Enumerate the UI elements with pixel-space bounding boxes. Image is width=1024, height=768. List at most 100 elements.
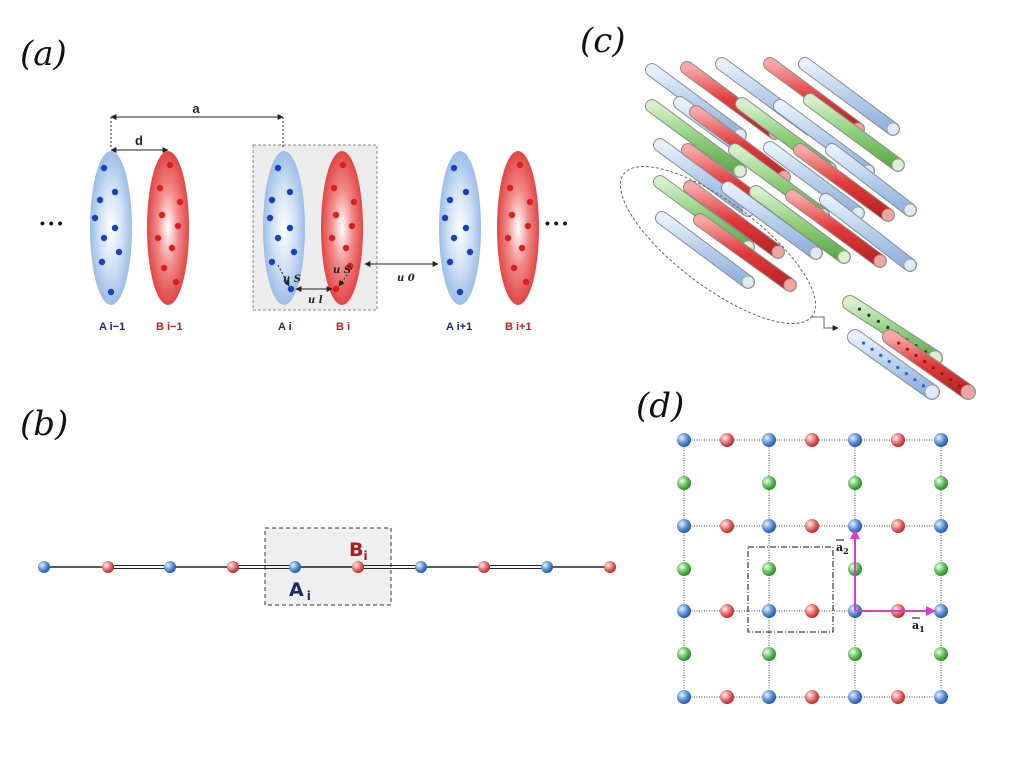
lattice-bonds xyxy=(683,439,942,698)
lattice-site xyxy=(848,433,862,447)
lattice-site xyxy=(891,519,905,533)
lattice-site xyxy=(934,476,948,490)
lattice-site xyxy=(677,647,691,661)
rod xyxy=(820,194,916,271)
ellipsis-right: • • • xyxy=(545,215,568,231)
lattice-site xyxy=(891,690,905,704)
rod-end-cap xyxy=(886,122,900,136)
ellipse-B-prev xyxy=(147,151,189,305)
zoom-rod-dot xyxy=(914,353,918,357)
zoom-arrow xyxy=(812,316,839,331)
rod xyxy=(694,214,796,291)
lattice-site xyxy=(677,562,691,576)
lattice-site xyxy=(677,433,691,447)
rod-end-cap xyxy=(891,158,905,172)
lattice-site xyxy=(805,519,819,533)
zoom-rod-cap xyxy=(924,384,940,400)
lattice-site xyxy=(720,519,734,533)
lattice-site xyxy=(762,433,776,447)
lattice-site xyxy=(848,476,862,490)
rod xyxy=(690,106,790,183)
lattice-site xyxy=(720,433,734,447)
lattice-site xyxy=(762,562,776,576)
rod-end-cap xyxy=(733,164,747,178)
panel-d: (d) a1 a2 xyxy=(636,386,948,704)
u-s-label-right: u S xyxy=(333,265,351,276)
zoom-rod-cap xyxy=(960,384,976,400)
lattice-site xyxy=(762,519,776,533)
rod xyxy=(722,182,822,259)
zoom-rod-dot xyxy=(867,313,871,317)
lattice-site xyxy=(720,690,734,704)
panel-a-label: (a) xyxy=(20,34,67,74)
panel-a: (a) a d • • • • • • xyxy=(20,34,568,333)
lattice-site xyxy=(934,562,948,576)
ellipse-A-prev xyxy=(90,151,132,305)
ellipse-B-next xyxy=(497,151,539,305)
zoom-rod-dot xyxy=(887,359,891,364)
rod-end-cap xyxy=(837,250,851,264)
ellipse-A-next xyxy=(439,151,481,305)
lattice-site xyxy=(762,690,776,704)
chain-label-B: Bi xyxy=(349,539,368,563)
lattice-site xyxy=(934,690,948,704)
lattice-site xyxy=(805,690,819,704)
zoom-rod xyxy=(883,330,975,399)
ellipse-A-next-dots xyxy=(441,164,474,296)
u-s-label-left: u S xyxy=(283,274,301,285)
zoom-rod-dot xyxy=(904,372,908,376)
site-label-A-next: A i+1 xyxy=(446,321,472,333)
zoom-rod-dot xyxy=(940,372,944,376)
rod xyxy=(684,181,784,258)
lattice-sites xyxy=(677,433,948,704)
rod xyxy=(804,94,904,171)
ellipse-B-next-dots xyxy=(504,161,534,286)
chain-bonds xyxy=(44,565,610,569)
site-label-A-prev: A i−1 xyxy=(99,321,125,333)
zoom-rod-dot xyxy=(857,307,862,311)
panel-c: (c) xyxy=(580,21,976,400)
ellipsis-left: • • • xyxy=(40,215,63,231)
lattice-site xyxy=(934,604,948,618)
zoom-rod-dot xyxy=(913,378,917,382)
rod-end-cap xyxy=(873,254,887,268)
zoom-rod-dot xyxy=(886,325,890,330)
lattice-site xyxy=(720,604,734,618)
zoom-rod-dot xyxy=(931,365,935,370)
zoom-rod-dot xyxy=(870,347,874,351)
rod xyxy=(750,186,850,263)
rod-end-cap xyxy=(903,258,917,272)
zoom-rod-dot xyxy=(879,353,883,357)
rod-end-cap xyxy=(881,208,895,222)
lattice-site xyxy=(677,690,691,704)
zoom-rod-dot xyxy=(876,319,880,323)
vector-a1-label: a1 xyxy=(912,619,925,634)
lattice-site xyxy=(934,433,948,447)
rod-array xyxy=(645,57,917,292)
u-l-label: u l xyxy=(308,295,323,306)
rod xyxy=(646,64,746,141)
dimension-d-label: d xyxy=(135,133,143,148)
lattice-site xyxy=(805,604,819,618)
ellipse-B-i-dots xyxy=(328,161,358,293)
lattice-site xyxy=(891,433,905,447)
rod-end-cap xyxy=(783,278,797,292)
zoom-rod-dot xyxy=(949,378,953,382)
zoom-rod-dot xyxy=(957,384,961,388)
rod-end-cap xyxy=(903,203,917,217)
lattice-site xyxy=(677,519,691,533)
u-0-label: u 0 xyxy=(397,273,415,284)
ellipse-A-prev-dots xyxy=(91,164,123,296)
panel-c-label: (c) xyxy=(580,21,626,61)
ellipse-B-prev-dots xyxy=(154,161,184,286)
zoom-rod-dot xyxy=(921,384,926,388)
rod xyxy=(646,100,746,177)
rod xyxy=(786,190,886,267)
lattice-site xyxy=(805,433,819,447)
rod xyxy=(826,144,916,216)
site-label-B-next: B i+1 xyxy=(505,321,532,333)
panel-b-label: (b) xyxy=(20,404,68,444)
rod xyxy=(656,212,754,288)
